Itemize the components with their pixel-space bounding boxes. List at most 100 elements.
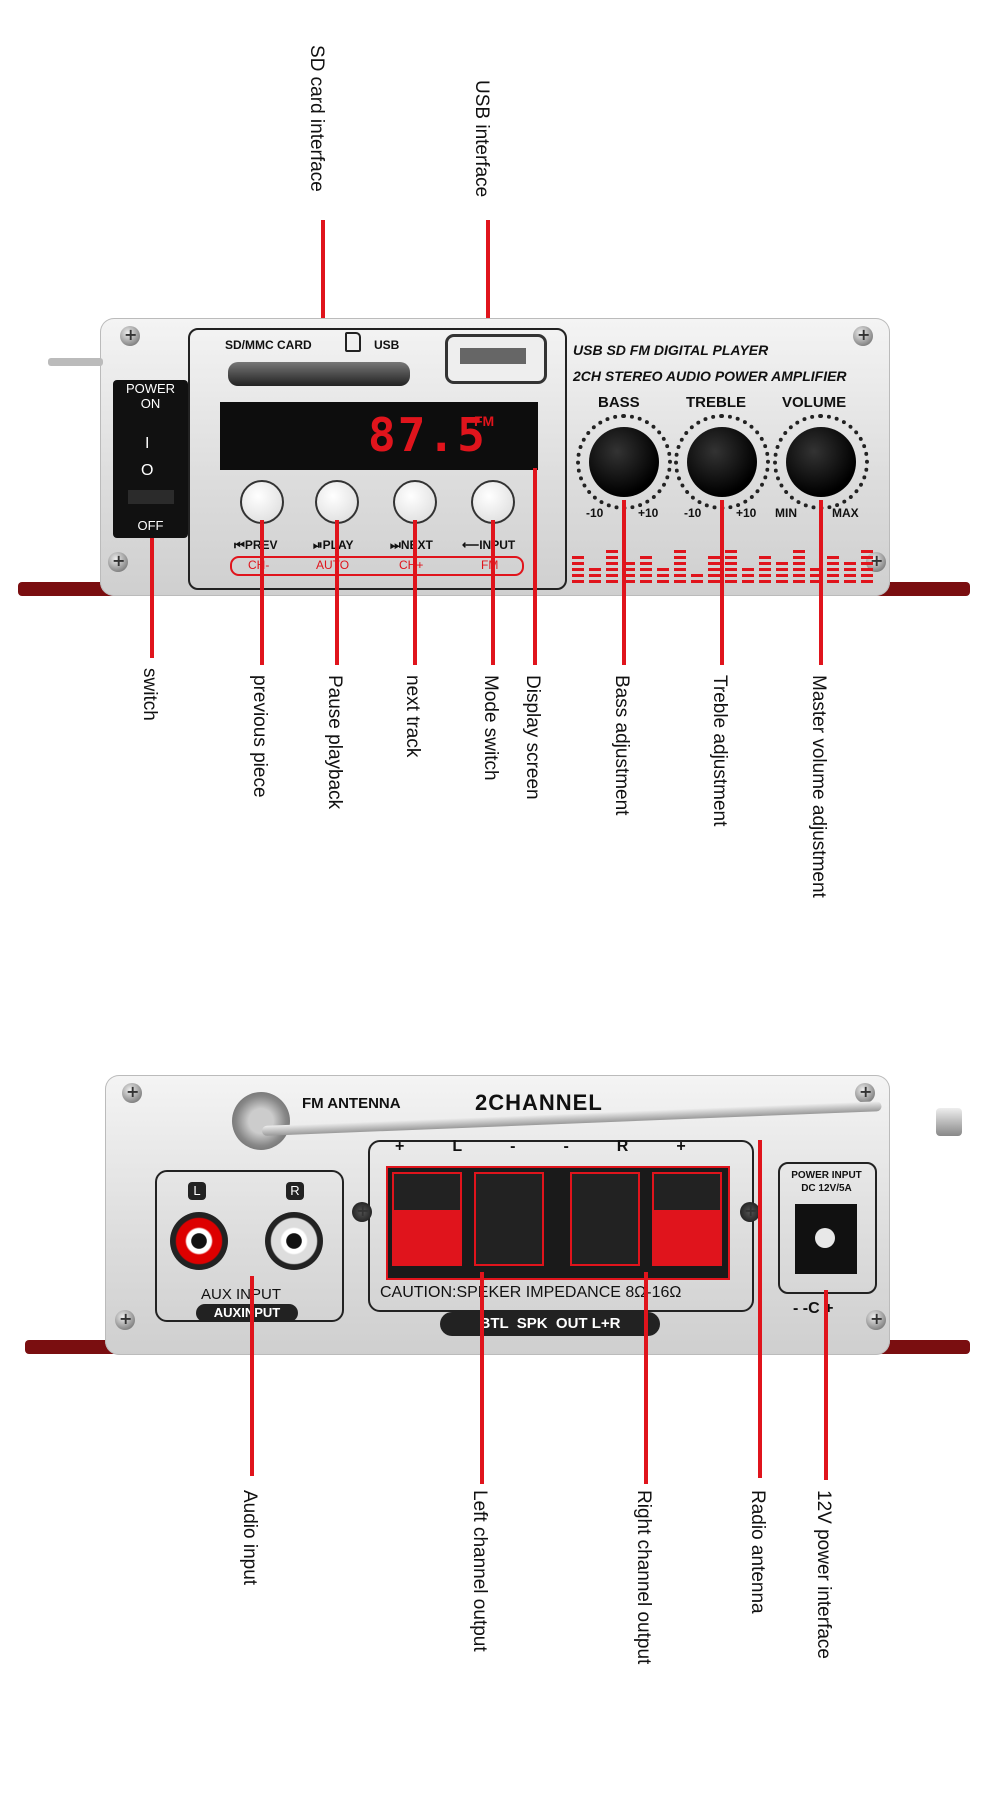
spectrum-bar <box>827 574 839 577</box>
spectrum-bar <box>827 580 839 583</box>
spectrum-bar <box>827 556 839 559</box>
spectrum-bar <box>742 568 754 571</box>
spectrum-bar <box>572 556 584 559</box>
spectrum-bar <box>640 568 652 571</box>
sublabel-fm: FM <box>481 558 499 572</box>
right-channel-badge: R <box>286 1182 304 1200</box>
spectrum-bar <box>640 580 652 583</box>
display-screen <box>220 402 538 470</box>
input-button[interactable] <box>471 480 515 524</box>
spectrum-bar <box>606 568 618 571</box>
next-button[interactable] <box>393 480 437 524</box>
callout-radio-antenna: Radio antenna <box>747 1490 768 1614</box>
sd-card-icon <box>345 332 361 352</box>
display-frequency: 87.5 <box>368 408 487 462</box>
sd-card-slot[interactable] <box>228 362 410 386</box>
switch-i: I <box>145 435 150 452</box>
bass-max: +10 <box>638 506 659 520</box>
leader-mode <box>491 520 495 665</box>
right-plus-terminal[interactable] <box>652 1172 722 1266</box>
right-minus-terminal[interactable] <box>570 1172 640 1266</box>
spectrum-bar <box>572 580 584 583</box>
callout-usb: USB interface <box>471 80 492 198</box>
player-panel <box>188 328 567 590</box>
treble-knob[interactable] <box>687 427 757 497</box>
spectrum-bar <box>708 580 720 583</box>
callout-right-output: Right channel output <box>633 1490 654 1665</box>
bass-label: BASS <box>598 394 640 411</box>
power-on-label: POWER ON <box>125 381 176 411</box>
volume-min: MIN <box>775 506 797 520</box>
spectrum-bar <box>725 580 737 583</box>
spectrum-bar <box>674 550 686 553</box>
callout-sd-card: SD card interface <box>306 45 327 192</box>
spectrum-bar <box>640 562 652 565</box>
spectrum-bar <box>793 574 805 577</box>
spectrum-bar <box>793 580 805 583</box>
spectrum-bar <box>572 574 584 577</box>
antenna-mount <box>232 1092 290 1150</box>
spectrum-bar <box>759 580 771 583</box>
callout-previous: previous piece <box>249 675 270 798</box>
spectrum-bar <box>861 562 873 565</box>
spectrum-bar <box>691 574 703 577</box>
left-minus-terminal[interactable] <box>474 1172 544 1266</box>
callout-left-output: Left channel output <box>469 1490 490 1652</box>
left-plus-terminal[interactable] <box>392 1172 462 1266</box>
spectrum-bar <box>776 568 788 571</box>
bass-knob[interactable] <box>589 427 659 497</box>
spectrum-bar <box>861 580 873 583</box>
power-input-label: POWER INPUT <box>791 1170 862 1181</box>
spectrum-bar <box>793 562 805 565</box>
treble-label: TREBLE <box>686 394 746 411</box>
screw-icon <box>108 551 128 572</box>
rca-right-jack[interactable] <box>265 1212 323 1270</box>
spectrum-bar <box>844 568 856 571</box>
prev-button[interactable] <box>240 480 284 524</box>
spectrum-bar <box>708 568 720 571</box>
usb-port-inner <box>460 348 526 364</box>
spectrum-bar <box>742 580 754 583</box>
spectrum-bar <box>640 574 652 577</box>
next-label: ⏭NEXT <box>390 538 433 552</box>
callout-mode: Mode switch <box>480 675 501 781</box>
play-button[interactable] <box>315 480 359 524</box>
channel-title: 2CHANNEL <box>475 1090 603 1115</box>
sublabel-ch-minus: CH- <box>248 558 270 572</box>
usb-label: USB <box>374 338 400 352</box>
spectrum-bar <box>691 580 703 583</box>
rca-left-jack[interactable] <box>170 1212 228 1270</box>
spectrum-bar <box>657 574 669 577</box>
leader-next <box>413 520 417 665</box>
spectrum-bar <box>708 574 720 577</box>
callout-volume: Master volume adjustment <box>808 675 829 898</box>
aux-input-badge: AUXINPUT <box>196 1304 298 1322</box>
dc-jack-pin <box>815 1228 835 1248</box>
spectrum-bar <box>708 556 720 559</box>
spectrum-bar <box>606 550 618 553</box>
callout-treble: Treble adjustment <box>709 675 730 827</box>
screw-icon <box>120 325 140 346</box>
sublabel-auto: AUTO <box>316 558 350 572</box>
power-switch[interactable] <box>113 380 188 538</box>
spectrum-bar <box>861 556 873 559</box>
spectrum-bar <box>606 574 618 577</box>
spectrum-bar <box>725 574 737 577</box>
callout-power: 12V power interface <box>813 1490 834 1659</box>
spectrum-bar <box>827 568 839 571</box>
spectrum-bar <box>810 568 822 571</box>
rear-foot-left <box>25 1340 130 1354</box>
spectrum-bar <box>623 580 635 583</box>
bass-min: -10 <box>586 506 604 520</box>
spectrum-bar <box>623 568 635 571</box>
spectrum-bar <box>810 574 822 577</box>
screw-icon <box>352 1201 372 1222</box>
volume-knob[interactable] <box>786 427 856 497</box>
power-off-label: OFF <box>137 518 164 533</box>
spectrum-bar <box>861 568 873 571</box>
spectrum-bar <box>844 580 856 583</box>
spectrum-bar <box>861 550 873 553</box>
play-label: ⏯PLAY <box>313 538 354 552</box>
volume-label: VOLUME <box>782 394 847 411</box>
title-line-1: USB SD FM DIGITAL PLAYER <box>573 342 769 358</box>
